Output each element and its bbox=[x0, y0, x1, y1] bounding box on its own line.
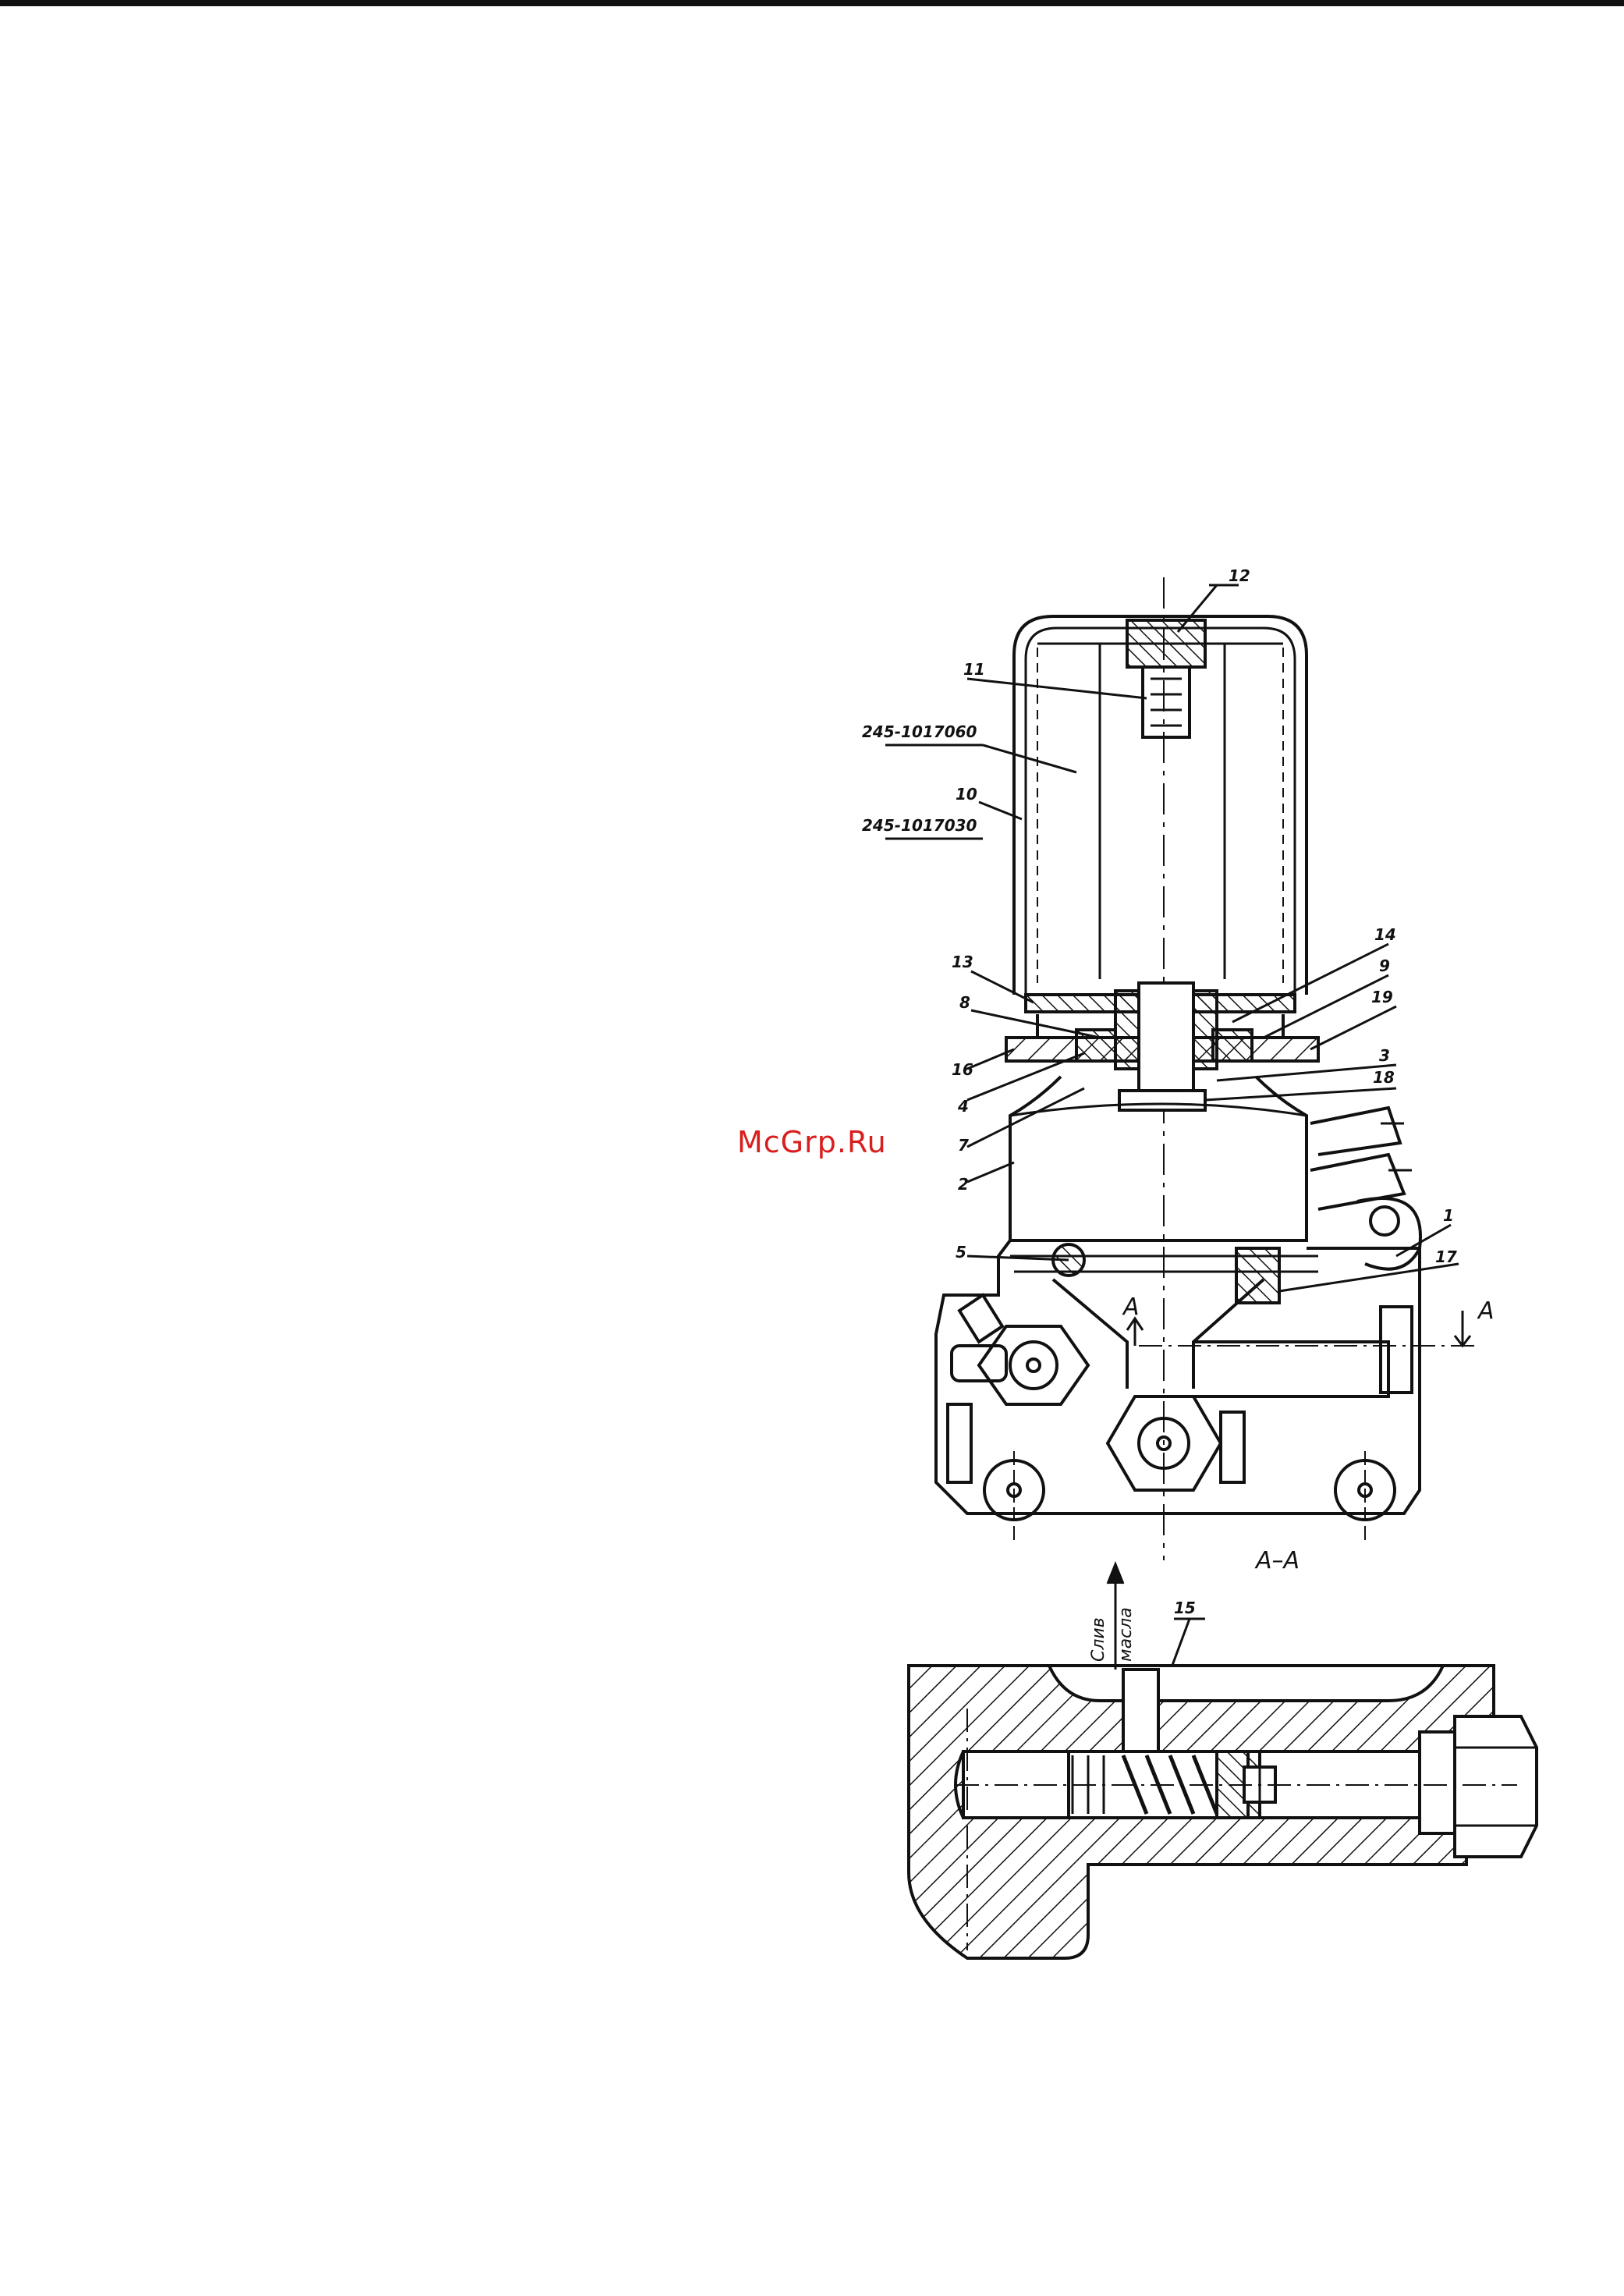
section-labels: A A A–A bbox=[1122, 1293, 1495, 1574]
filter-housing bbox=[1014, 616, 1307, 995]
callout-18: 18 bbox=[1373, 1068, 1395, 1087]
callout-11: 11 bbox=[963, 660, 985, 679]
flow-label-line1: Слив bbox=[1089, 1617, 1108, 1662]
part-number-245-1017060: 245-1017060 bbox=[862, 722, 977, 741]
flow-label: Слив масла bbox=[1089, 1607, 1136, 1662]
flow-label-line2: масла bbox=[1116, 1607, 1136, 1662]
callout-15: 15 bbox=[1174, 1599, 1196, 1617]
callout-19: 19 bbox=[1371, 988, 1393, 1006]
bypass-valve-12 bbox=[1127, 620, 1205, 667]
part-number-245-1017030: 245-1017030 bbox=[862, 816, 977, 835]
leader-lines bbox=[885, 585, 1459, 1724]
callout-7: 7 bbox=[958, 1136, 969, 1155]
callout-2: 2 bbox=[958, 1175, 969, 1194]
watermark: McGrp.Ru bbox=[737, 1125, 887, 1159]
callout-14: 14 bbox=[1374, 925, 1396, 944]
section-a-a bbox=[909, 1564, 1537, 1958]
callout-4: 4 bbox=[957, 1097, 969, 1116]
callout-16: 16 bbox=[952, 1060, 973, 1079]
section-marker-left: A bbox=[1122, 1293, 1140, 1321]
callout-10: 10 bbox=[956, 785, 977, 804]
top-border bbox=[0, 0, 1624, 6]
plug-17 bbox=[1236, 1248, 1279, 1303]
callout-1: 1 bbox=[1443, 1206, 1454, 1225]
section-marker-right: A bbox=[1477, 1297, 1495, 1325]
section-title: A–A bbox=[1254, 1547, 1300, 1574]
callout-13: 13 bbox=[952, 953, 973, 971]
callout-17: 17 bbox=[1435, 1247, 1457, 1266]
callout-12: 12 bbox=[1229, 566, 1250, 585]
callout-5: 5 bbox=[956, 1243, 966, 1262]
callout-3: 3 bbox=[1379, 1046, 1390, 1065]
callout-9: 9 bbox=[1379, 956, 1390, 975]
callout-8: 8 bbox=[959, 993, 970, 1012]
